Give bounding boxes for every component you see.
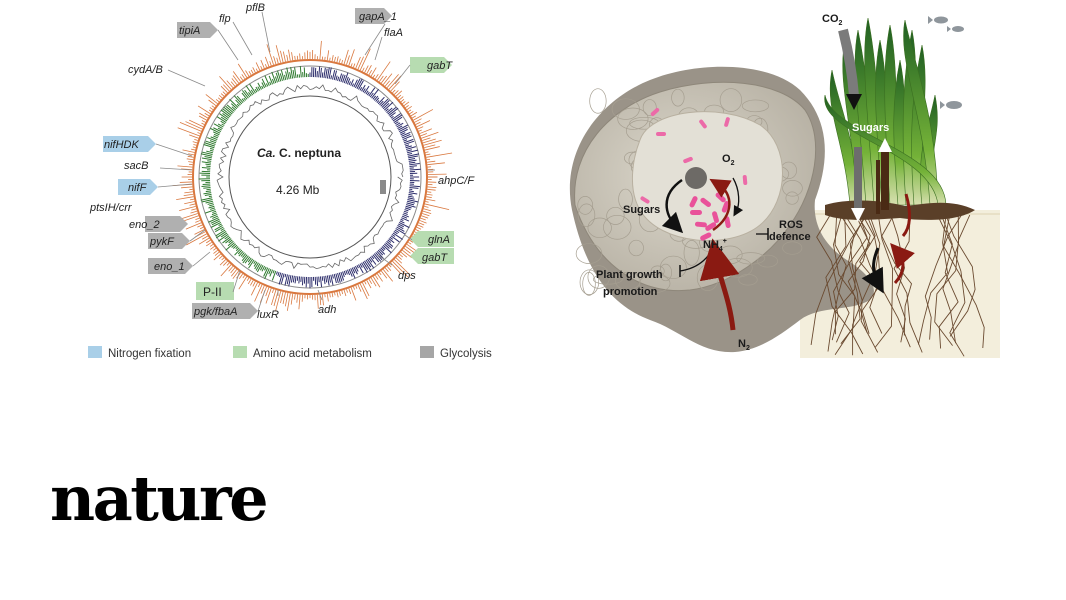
co2-label: CO2 <box>822 13 843 27</box>
gene-label-glnA: glnA <box>428 234 450 246</box>
gene-label-dps: dps <box>398 270 416 282</box>
gene-label-pflB: pflB <box>245 2 265 14</box>
growth-label-line2: promotion <box>603 286 658 298</box>
gene-label-eno-1: eno_1 <box>154 261 185 273</box>
nitrogen-label: N2 <box>738 338 750 352</box>
legend-swatch-glycolysis <box>420 346 434 358</box>
seagrass-plant <box>824 17 947 206</box>
ros-label-line1: ROS <box>779 219 803 231</box>
inner-ring <box>228 95 392 259</box>
bacteria-cluster <box>640 107 748 241</box>
ros-label-line2: defence <box>769 231 811 243</box>
glycolysis-box <box>148 233 190 249</box>
nature-logo: nature <box>50 462 269 535</box>
root-system <box>810 214 985 357</box>
strand-coverage-track <box>198 65 421 289</box>
genome-size: 4.26 Mb <box>276 183 320 197</box>
root-ammonium-arrow <box>890 242 915 285</box>
glycolysis-box <box>145 216 188 232</box>
nitrogen-fixation-box <box>103 136 156 152</box>
glycolysis-box <box>355 8 392 24</box>
glycolysis-box <box>177 22 218 38</box>
glycolysis-marker <box>380 180 386 194</box>
amino-acid-box <box>196 282 234 300</box>
gene-label-pykF: pykF <box>149 236 175 248</box>
root-sugar-arrow <box>861 247 884 294</box>
legend: Nitrogen fixation Amino acid metabolism … <box>88 346 492 360</box>
ammonium-arrow <box>709 178 732 232</box>
gc-content-track <box>216 84 404 270</box>
symbiosis-diagram: O2 Sugars NH4+ ROS defence Plant growth … <box>569 13 1000 358</box>
nitrogen-fixation-box <box>118 179 158 195</box>
nitrogen-arrow <box>699 238 740 331</box>
oxygen-label: O2 <box>722 153 735 167</box>
gene-label-luxR: luxR <box>257 309 279 321</box>
gene-label-adh: adh <box>318 304 336 316</box>
co2-arrow <box>838 28 859 97</box>
sugars-cell-label: Sugars <box>623 204 660 216</box>
oxygen-arrow <box>732 177 744 217</box>
legend-label-glycolysis: Glycolysis <box>440 348 492 360</box>
genome-circle-map: Ca. C. neptuna 4.26 Mb <box>88 2 492 360</box>
legend-label-nitrogen: Nitrogen fixation <box>108 348 191 360</box>
sugars-plant-label: Sugars <box>852 122 889 134</box>
genome-name: Ca. C. neptuna <box>257 146 341 160</box>
gene-label-nifHDK: nifHDK <box>104 139 140 151</box>
gene-label-sacB: sacB <box>124 160 148 172</box>
growth-label-line1: Plant growth <box>596 269 663 281</box>
sugar-arrow <box>661 178 684 234</box>
gene-label-flp: flp <box>219 13 231 25</box>
amino-acid-box <box>410 248 454 264</box>
glycolysis-box <box>192 303 258 319</box>
legend-label-amino-acid: Amino acid metabolism <box>253 348 372 360</box>
gene-label-cydAB: cydA/B <box>128 64 163 76</box>
gene-label-gabT: gabT <box>427 60 453 72</box>
orange-ring <box>192 59 428 295</box>
gene-label-pgk-fbaA: pgk/fbaA <box>193 306 237 318</box>
gene-label-nifF: nifF <box>128 182 148 194</box>
glycolysis-box <box>148 258 193 274</box>
amino-acid-box <box>410 57 452 73</box>
cell-nucleus <box>685 167 707 189</box>
ammonium-label: NH4+ <box>703 238 727 253</box>
gene-label-gabT-lower: gabT <box>422 252 448 264</box>
gene-label-gapA-1: gapA_1 <box>359 11 397 23</box>
legend-swatch-amino-acid <box>233 346 247 358</box>
gene-label-ahpCF: ahpC/F <box>438 175 475 187</box>
gene-label-tipiA: tipiA <box>179 25 200 37</box>
fish-icon <box>928 16 964 109</box>
rhizome <box>825 200 975 220</box>
host-cell <box>631 111 783 242</box>
legend-swatch-nitrogen <box>88 346 102 358</box>
gene-label-flaA: flaA <box>384 27 403 39</box>
gene-label-P-II: P-II <box>203 285 222 299</box>
amino-acid-box <box>410 231 454 247</box>
gene-label-eno-2: eno_2 <box>129 219 160 231</box>
gene-label-ptsIH-crr: ptsIH/crr <box>89 202 133 214</box>
